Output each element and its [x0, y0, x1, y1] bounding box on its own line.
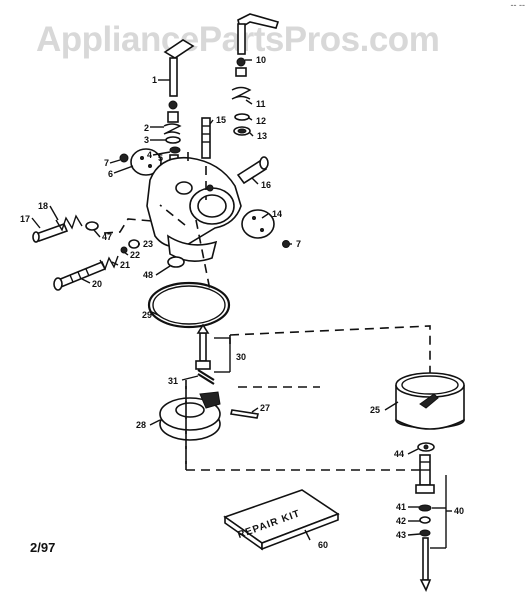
label-29: 29 — [142, 310, 152, 320]
label-47: 47 — [102, 232, 112, 242]
label-14: 14 — [272, 209, 282, 219]
spring-11 — [231, 86, 252, 100]
label-7a: 7 — [104, 158, 109, 168]
label-31: 31 — [168, 376, 178, 386]
spring-18 — [55, 214, 83, 232]
seal-48 — [167, 256, 185, 268]
main-jet-40 — [415, 454, 435, 494]
assembly-dashed-lines — [103, 152, 431, 471]
label-28: 28 — [136, 420, 146, 430]
fuel-inlet-16 — [236, 156, 269, 185]
label-20: 20 — [92, 279, 102, 289]
washer-41 — [418, 504, 432, 512]
label-48: 48 — [143, 270, 153, 280]
label-44: 44 — [394, 449, 404, 459]
label-27: 27 — [260, 403, 270, 413]
part-labels: 1 2 3 4 5 6 7 10 11 12 13 14 15 16 7 17 … — [20, 55, 464, 550]
seal-4 — [169, 146, 181, 154]
carburetor-body — [146, 156, 242, 262]
label-10: 10 — [256, 55, 266, 65]
label-17: 17 — [20, 214, 30, 224]
label-16: 16 — [261, 180, 271, 190]
label-25: 25 — [370, 405, 380, 415]
label-43: 43 — [396, 530, 406, 540]
throttle-shaft — [163, 39, 195, 123]
label-21: 21 — [120, 260, 130, 270]
oring-47 — [85, 221, 99, 231]
label-15: 15 — [216, 115, 226, 125]
label-6: 6 — [108, 169, 113, 179]
tube-15 — [201, 117, 211, 159]
pin-27 — [230, 409, 259, 419]
label-40: 40 — [454, 506, 464, 516]
gasket-29 — [147, 281, 231, 329]
label-7b: 7 — [296, 239, 301, 249]
label-4: 4 — [147, 150, 152, 160]
washer-22 — [120, 246, 128, 254]
float-28 — [159, 391, 221, 441]
choke-plate-14 — [241, 209, 275, 239]
oring-42 — [419, 516, 431, 524]
washer-12 — [234, 113, 250, 121]
spring-clip-31 — [197, 369, 215, 385]
choke-shaft — [235, 13, 280, 77]
corner-mark: -- -- — [510, 0, 526, 10]
label-42: 42 — [396, 516, 406, 526]
bowl-nut-44 — [417, 442, 435, 452]
repair-kit-60: REPAIR KIT — [223, 489, 340, 551]
label-23: 23 — [143, 239, 153, 249]
label-2: 2 — [144, 123, 149, 133]
idle-screw-17 — [32, 222, 69, 243]
label-41: 41 — [396, 502, 406, 512]
label-1: 1 — [152, 75, 157, 85]
seal-23 — [128, 239, 140, 249]
screw-7b — [282, 240, 290, 248]
label-22: 22 — [130, 250, 140, 260]
float-bowl-25 — [395, 372, 465, 430]
label-3: 3 — [144, 135, 149, 145]
washer-3 — [165, 136, 181, 144]
label-13: 13 — [257, 131, 267, 141]
label-18: 18 — [38, 201, 48, 211]
label-12: 12 — [256, 116, 266, 126]
leader-lines — [31, 59, 452, 549]
seal-43 — [419, 529, 431, 537]
label-30: 30 — [236, 352, 246, 362]
label-11: 11 — [256, 99, 266, 109]
screw-7a — [119, 153, 129, 163]
date-code: 2/97 — [30, 540, 56, 555]
label-60: 60 — [318, 540, 328, 550]
spring-2 — [163, 123, 182, 135]
screw-shaft — [419, 537, 432, 592]
needle-valve-30 — [195, 323, 211, 370]
seal-13 — [233, 126, 251, 136]
label-5: 5 — [158, 153, 163, 163]
